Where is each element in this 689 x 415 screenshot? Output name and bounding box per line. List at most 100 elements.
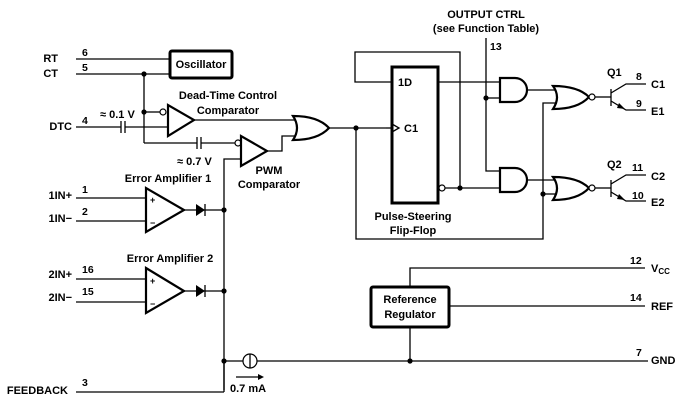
pin-ct-number: 5 [82, 62, 88, 74]
pin-vcc-subscript: CC [658, 267, 670, 276]
q1-collector [610, 83, 646, 94]
nor-gate-2-bubble [588, 184, 596, 192]
reference-regulator: Reference Regulator [369, 267, 645, 364]
diode-1-icon [196, 204, 205, 216]
reference-regulator-subtitle: Regulator [384, 309, 436, 321]
clock-to-nor1 [542, 102, 557, 194]
pin-ct: CT 5 [43, 62, 170, 80]
flip-flop-feedback-loop [354, 51, 461, 188]
dead-time-comparator: Dead-Time Control Comparator [166, 90, 296, 138]
reference-regulator-title: Reference [383, 294, 436, 306]
pin-ct-label: CT [43, 68, 58, 80]
q1-emitter-arrow-icon [617, 103, 625, 109]
oscillator-box [168, 49, 234, 80]
pin-feedback: FEEDBACK 3 [7, 361, 225, 397]
error-amp2-minus: − [150, 299, 155, 309]
q2-emitter-arrow-icon [617, 194, 625, 200]
clock-input-icon [391, 123, 401, 133]
q1-emitter [610, 100, 646, 111]
pin-gnd-label: GND [651, 355, 676, 367]
pulse-steering-flip-flop: 1D C1 Pulse-Steering Flip-Flop [354, 51, 500, 237]
pin-vcc-number: 12 [630, 255, 642, 267]
pin-ref-number: 14 [630, 292, 642, 304]
pwm-comparator-subtitle: Comparator [238, 179, 301, 191]
pin-e1-label: E1 [651, 106, 664, 118]
current-arrow-icon [258, 374, 264, 380]
clock-to-output-nor [355, 128, 544, 240]
pwm-comparator: PWM Comparator [223, 134, 301, 390]
pin-2in-plus-label: 2IN+ [48, 269, 72, 281]
pin-rt-number: 6 [82, 47, 88, 59]
pin-1in-plus-number: 1 [82, 184, 88, 196]
pin-dtc-number: 4 [82, 115, 88, 127]
pin-rt: RT 6 [43, 47, 170, 65]
pin-gnd-number: 7 [636, 347, 642, 359]
pin-1in-plus-label: 1IN+ [48, 190, 72, 202]
pin-dtc-label: DTC [49, 121, 72, 133]
nor-gate-1 [550, 84, 591, 111]
vcc-wire [409, 267, 645, 287]
current-source-label: 0.7 mA [230, 383, 266, 395]
flip-flop-title: Pulse-Steering [374, 211, 451, 223]
error-amplifier-1: Error Amplifier 1 1IN+ 1 1IN− 2 + − [48, 173, 227, 234]
error-amp1-plus: + [150, 195, 155, 205]
q2-label: Q2 [607, 159, 622, 171]
error-amp2-plus: + [150, 276, 155, 286]
pin-feedback-number: 3 [82, 377, 88, 389]
pin-c1-label: C1 [651, 79, 665, 91]
junction-ea2 [221, 288, 227, 294]
pin-2in-minus-number: 15 [82, 286, 94, 298]
nor-gate-2 [550, 175, 591, 202]
current-source: 0.7 mA [221, 353, 648, 395]
output-control: OUTPUT CTRL (see Function Table) 13 [433, 9, 539, 172]
q2-collector [610, 174, 646, 185]
pwm-comp-output [267, 135, 296, 152]
pin-ref-label: REF [651, 301, 673, 313]
flip-flop-d-input: 1D [398, 77, 412, 89]
q2-emitter [610, 191, 646, 202]
pin-gnd: 7 GND [636, 347, 676, 367]
qbar-bubble [438, 184, 446, 192]
oscillator-label: Oscillator [176, 59, 227, 71]
output-ctrl-label: OUTPUT CTRL [447, 9, 525, 21]
or-gate-symbol [290, 114, 331, 142]
dtc-comparator-symbol [166, 103, 197, 138]
dtc-comparator-subtitle: Comparator [197, 105, 260, 117]
output-ctrl-pin-number: 13 [490, 41, 502, 53]
or-gate-comparators [290, 114, 386, 142]
pwm-comparator-title: PWM [256, 165, 283, 177]
output-ctrl-wire [485, 38, 500, 172]
transistor-q1: Q1 8 C1 9 E1 [595, 67, 665, 118]
junction-qbar [457, 185, 463, 191]
transistor-q2: Q2 11 C2 10 E2 [595, 159, 665, 209]
and-gate-2 [498, 166, 529, 194]
diode-2-icon [196, 285, 205, 297]
error-amp1-symbol [144, 186, 187, 234]
dtc-comparator-title: Dead-Time Control [179, 90, 277, 102]
nor-gate-1-bubble [588, 93, 596, 101]
pin-1in-minus-number: 2 [82, 206, 88, 218]
junction-nor2 [540, 191, 546, 197]
pin-2in-plus-number: 16 [82, 264, 94, 276]
pin-c1-number: 8 [636, 71, 642, 83]
error-amp1-label: Error Amplifier 1 [125, 173, 211, 185]
flip-flop-box [390, 65, 440, 205]
pin-1in-minus-label: 1IN− [48, 213, 72, 225]
pin-2in-minus-label: 2IN− [48, 292, 72, 304]
dtc-comp-inv-bubble [159, 108, 167, 116]
output-ctrl-note: (see Function Table) [433, 23, 539, 35]
pin-rt-label: RT [43, 53, 58, 65]
pwm-comparator-symbol [239, 134, 270, 168]
error-amp1-minus: − [150, 218, 155, 228]
pwm-offset-label: ≈ 0.7 V [177, 156, 212, 168]
junction-ea1 [221, 207, 227, 213]
error-amp2-label: Error Amplifier 2 [127, 253, 213, 265]
flip-flop-clock-input: C1 [404, 123, 418, 135]
dtc-offset-label: ≈ 0.1 V [100, 109, 135, 121]
pin-e2-number: 10 [632, 190, 644, 202]
pin-c2-number: 11 [632, 162, 643, 174]
and-gate-1 [498, 76, 529, 104]
oscillator-block: Oscillator [168, 49, 234, 80]
error-amp2-symbol [144, 266, 187, 315]
